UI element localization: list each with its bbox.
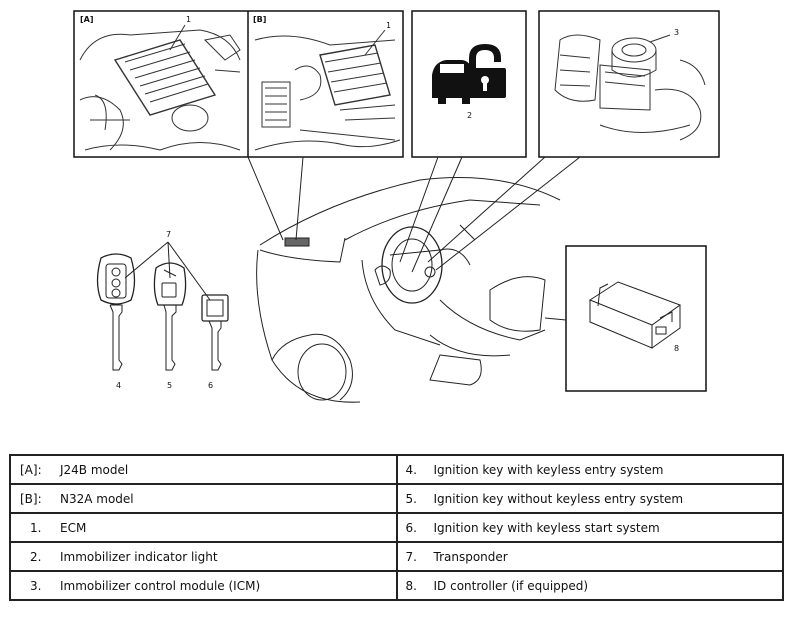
legend-key: 1. <box>30 520 42 535</box>
legend-cell-left: 2. Immobilizer indicator light <box>9 541 398 572</box>
legend-cell-right: 4. Ignition key with keyless entry system <box>395 454 784 485</box>
legend-text: ECM <box>60 520 87 535</box>
ecm-b-callout: 1 <box>386 21 391 30</box>
legend-row: 3. Immobilizer control module (ICM) 8. ID … <box>9 570 784 601</box>
legend-key: 5. <box>405 491 417 506</box>
legend-cell-right: 8. ID controller (if equipped) <box>395 570 784 601</box>
legend-key: [B]: <box>20 491 42 506</box>
legend-text: N32A model <box>60 491 134 506</box>
legend-text: Ignition key without keyless entry syste… <box>433 491 684 506</box>
id-controller-panel: 8 <box>565 245 707 392</box>
ecm-a-callout: 1 <box>186 15 191 24</box>
legend-text: Ignition key with keyless entry system <box>433 462 664 477</box>
car-lock-icon <box>432 44 506 104</box>
legend-key: 7. <box>405 549 417 564</box>
key-keyless-entry: 4 <box>96 253 136 390</box>
indicator-panel: 2 <box>411 10 527 158</box>
legend-text: ID controller (if equipped) <box>433 578 589 593</box>
legend-cell-left: 3. Immobilizer control module (ICM) <box>9 570 398 601</box>
key-keyless-start-callout: 6 <box>208 381 213 390</box>
legend-text: Transponder <box>433 549 508 564</box>
legend-cell-right: 7. Transponder <box>395 541 784 572</box>
legend-row: [B]: N32A model 5. Ignition key without ke… <box>9 483 784 514</box>
legend-text: Ignition key with keyless start system <box>433 520 660 535</box>
indicator-callout: 2 <box>467 111 472 120</box>
key-keyless-start: 6 <box>201 294 229 390</box>
panel-b-tag: [B] <box>253 15 266 24</box>
key-keyless-entry-callout: 4 <box>116 381 121 390</box>
id-controller-sketch <box>588 281 682 349</box>
id-controller-callout: 8 <box>674 344 679 353</box>
key-without-keyless: 5 <box>153 262 187 390</box>
icm-sketch <box>554 34 706 141</box>
legend-key: [A]: <box>20 462 42 477</box>
leader-lines <box>247 156 581 321</box>
icm-panel: 3 <box>538 10 720 158</box>
legend-cell-right: 5. Ignition key without keyless entry sys… <box>395 483 784 514</box>
engine-b-sketch <box>254 29 401 151</box>
car-sketch <box>256 177 561 403</box>
legend-key: 4. <box>405 462 417 477</box>
legend-cell-right: 6. Ignition key with keyless start system <box>395 512 784 543</box>
legend-text: Immobilizer indicator light <box>60 549 218 564</box>
legend-row: [A]: J24B model 4. Ignition key with keyle… <box>9 454 784 485</box>
legend-row: 1. ECM 6. Ignition key with keyless start … <box>9 512 784 543</box>
ecm-panel: [A] [B] 1 1 <box>73 10 404 158</box>
key-without-keyless-callout: 5 <box>167 381 172 390</box>
legend-table: [A]: J24B model 4. Ignition key with keyle… <box>9 454 784 601</box>
legend-text: Immobilizer control module (ICM) <box>60 578 261 593</box>
legend-cell-left: 1. ECM <box>9 512 398 543</box>
legend-key: 6. <box>405 520 417 535</box>
legend-key: 2. <box>30 549 42 564</box>
immobilizer-diagram: [A] [B] 1 1 <box>73 10 720 403</box>
icm-callout: 3 <box>674 28 679 37</box>
legend-key: 8. <box>405 578 417 593</box>
engine-a-sketch <box>79 24 241 151</box>
transponder-callout: 7 <box>166 230 171 239</box>
legend-text: J24B model <box>60 462 129 477</box>
legend-row: 2. Immobilizer indicator light 7. Transpon… <box>9 541 784 572</box>
legend-key: 3. <box>30 578 42 593</box>
legend-cell-left: [B]: N32A model <box>9 483 398 514</box>
keys-group: 7 4 5 6 <box>96 230 229 390</box>
legend-cell-left: [A]: J24B model <box>9 454 398 485</box>
panel-a-tag: [A] <box>80 15 94 24</box>
